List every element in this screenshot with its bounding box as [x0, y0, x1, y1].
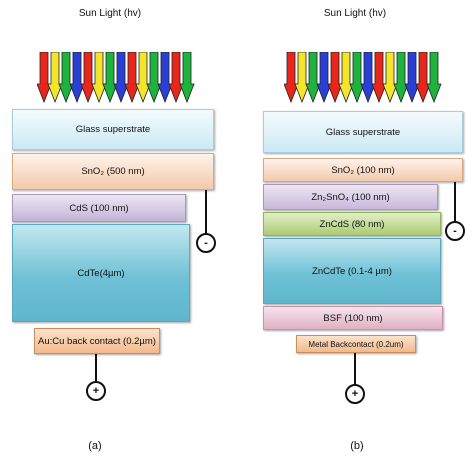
sunlight-arrow-b-1	[284, 52, 299, 104]
sunlight-arrow-b-13	[415, 52, 431, 104]
sunlight-arrow-b-9	[371, 52, 387, 104]
sunlight-arrow-a-11	[146, 52, 162, 104]
sunlight-arrow-a-10	[135, 52, 151, 104]
sno2-label-b: SnO₂ (100 nm)	[331, 164, 395, 176]
sunlight-arrow-a-5	[80, 52, 96, 104]
sno2-layer-a: SnO₂ (500 nm)	[12, 153, 214, 190]
glass-superstrate-layer-a: Glass superstrate	[12, 109, 214, 150]
sunlight-arrow-a-3	[58, 52, 74, 104]
sunlight-arrow-b-7	[349, 52, 365, 104]
sun-light-label-b: Sun Light (hv)	[323, 8, 387, 19]
sunlight-arrow-a-12	[157, 52, 173, 104]
sunlight-arrow-a-4	[69, 52, 85, 104]
zncds-layer-b: ZnCdS (80 nm)	[263, 212, 441, 236]
back-contact-label-b: Metal Backcontact (0.2um)	[308, 339, 404, 349]
positive-wire-b	[354, 353, 356, 385]
sunlight-arrow-a-8	[113, 52, 129, 104]
glass-superstrate-label-a: Glass superstrate	[75, 124, 151, 135]
positive-terminal-a: +	[86, 381, 106, 401]
cdte-layer-a: CdTe(4µm)	[12, 224, 190, 322]
caption-b: (b)	[350, 440, 364, 452]
sunlight-arrow-b-4	[316, 52, 332, 104]
sunlight-arrow-b-8	[360, 52, 376, 104]
positive-wire-a	[95, 354, 97, 382]
sunlight-arrow-b-12	[404, 52, 420, 104]
sunlight-arrow-b-2	[294, 52, 310, 104]
zncds-label-b: ZnCdS (80 nm)	[319, 218, 385, 230]
sunlight-arrow-b-6	[338, 52, 354, 104]
zncdte-label-b: ZnCdTe (0.1-4 µm)	[312, 265, 392, 277]
glass-superstrate-layer-b: Glass superstrate	[263, 111, 463, 153]
glass-superstrate-label-b: Glass superstrate	[325, 126, 401, 138]
sunlight-arrow-a-6	[91, 52, 107, 104]
sunlight-arrow-a-1	[37, 52, 52, 104]
cds-label-a: CdS (100 nm)	[69, 202, 129, 214]
positive-terminal-b: +	[345, 384, 365, 404]
back-contact-layer-b: Metal Backcontact (0.2um)	[296, 335, 416, 353]
caption-a: (a)	[88, 440, 102, 452]
sno2-layer-b: SnO₂ (100 nm)	[263, 158, 463, 182]
sunlight-arrow-b-11	[393, 52, 409, 104]
sunlight-arrows-b	[284, 52, 442, 104]
sunlight-arrow-a-13	[168, 52, 184, 104]
negative-wire-b	[454, 182, 456, 222]
sunlight-arrow-a-2	[47, 52, 63, 104]
cds-layer-a: CdS (100 nm)	[12, 194, 186, 222]
zn2sno4-label-b: Zn₂SnO₄ (100 nm)	[311, 191, 390, 203]
negative-terminal-b: -	[445, 221, 465, 241]
sun-light-label-a: Sun Light (hv)	[78, 8, 142, 19]
sunlight-arrow-a-9	[124, 52, 140, 104]
negative-wire-a	[205, 190, 207, 234]
sunlight-arrow-b-5	[327, 52, 343, 104]
sno2-label-a: SnO₂ (500 nm)	[81, 166, 145, 177]
sunlight-arrow-b-10	[382, 52, 398, 104]
zn2sno4-layer-b: Zn₂SnO₄ (100 nm)	[263, 184, 438, 210]
bsf-layer-b: BSF (100 nm)	[263, 306, 443, 330]
zncdte-layer-b: ZnCdTe (0.1-4 µm)	[263, 238, 441, 304]
back-contact-label-a: Au:Cu back contact (0.2µm)	[38, 335, 156, 347]
back-contact-layer-a: Au:Cu back contact (0.2µm)	[34, 328, 160, 354]
sunlight-arrow-b-3	[305, 52, 321, 104]
sunlight-arrows-a	[37, 52, 195, 104]
cdte-label-a: CdTe(4µm)	[77, 267, 125, 279]
bsf-label-b: BSF (100 nm)	[323, 312, 383, 324]
sunlight-arrow-a-14	[179, 52, 195, 104]
negative-terminal-a: -	[196, 233, 216, 253]
sunlight-arrow-b-14	[426, 52, 442, 104]
sunlight-arrow-a-7	[102, 52, 118, 104]
